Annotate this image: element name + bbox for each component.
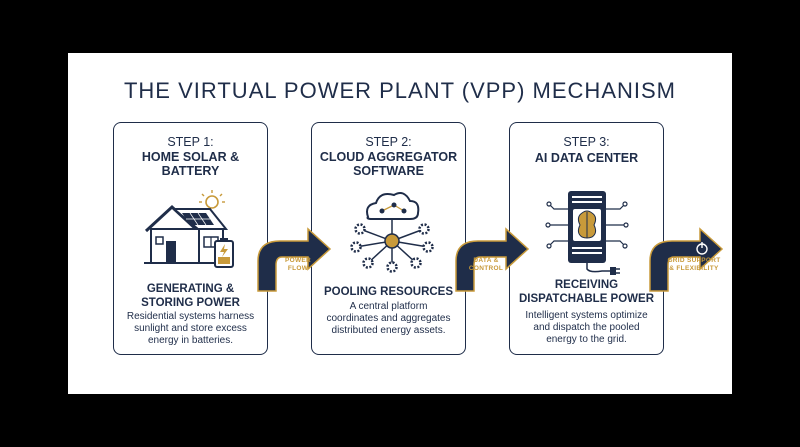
diagram-panel: THE VIRTUAL POWER PLANT (VPP) MECHANISM … bbox=[68, 53, 732, 394]
step-2-subtitle: POOLING RESOURCES bbox=[323, 286, 454, 298]
step-3-subtitle: RECEIVING DISPATCHABLE POWER bbox=[518, 279, 655, 305]
step-3-label: STEP 3: bbox=[563, 135, 610, 149]
step-1-name: HOME SOLAR & BATTERY bbox=[141, 150, 240, 178]
diagram-title: THE VIRTUAL POWER PLANT (VPP) MECHANISM bbox=[123, 78, 676, 103]
ai-server-icon bbox=[545, 191, 629, 275]
step-3-name: AI DATA CENTER bbox=[534, 151, 639, 165]
house-solar-battery-icon bbox=[144, 190, 234, 268]
step-1-label: STEP 1: bbox=[167, 135, 214, 149]
power-flow-label: POWER FLOW bbox=[284, 257, 312, 272]
step-card-2: STEP 2: CLOUD AGGREGATOR SOFTWARE bbox=[311, 122, 466, 355]
data-control-label: DATA & CONTROL bbox=[468, 257, 504, 272]
step-1-subtitle: GENERATING & STORING POWER bbox=[141, 283, 240, 309]
step-2-name: CLOUD AGGREGATOR SOFTWARE bbox=[319, 150, 458, 178]
step-3-description: Intelligent systems optimize and dispatc… bbox=[525, 310, 648, 345]
step-card-1: STEP 1: HOME SOLAR & BATTERY bbox=[113, 122, 268, 355]
grid-support-label: GRID SUPPORT & FLEXIBILITY bbox=[667, 257, 721, 272]
step-2-label: STEP 2: bbox=[365, 135, 412, 149]
step-card-3: STEP 3: AI DATA CENTER bbox=[509, 122, 664, 355]
cloud-network-icon bbox=[350, 192, 434, 273]
step-1-description: Residential systems harness sunlight and… bbox=[126, 311, 255, 346]
power-flow-arrow bbox=[257, 227, 332, 292]
data-control-arrow bbox=[455, 227, 530, 292]
step-2-description: A central platform coordinates and aggre… bbox=[326, 301, 451, 336]
grid-support-arrow bbox=[649, 227, 724, 292]
